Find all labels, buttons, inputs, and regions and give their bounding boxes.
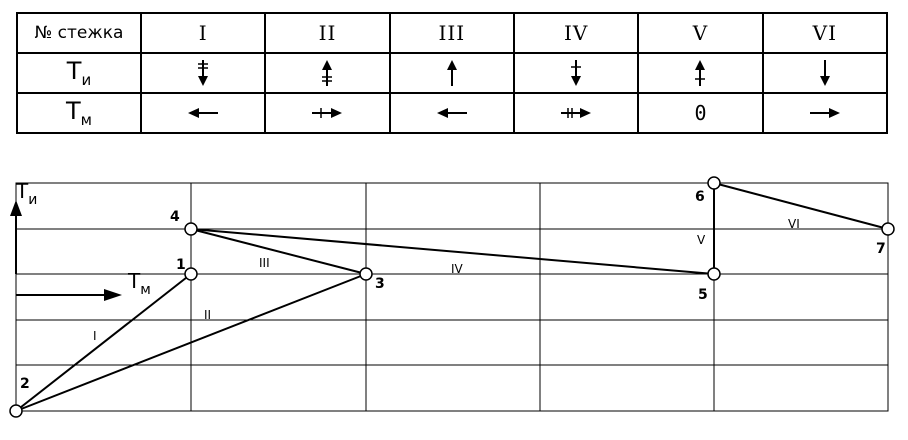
table-row-tm: Tм 0 xyxy=(16,92,889,134)
segment-label-VI: VI xyxy=(788,217,800,231)
column-header-5: V xyxy=(637,12,764,54)
table-row-ti: Tи xyxy=(16,52,889,94)
segment-VI xyxy=(713,182,889,230)
arrow-left-icon xyxy=(139,92,267,134)
segment-IV xyxy=(190,228,715,275)
point-1 xyxy=(184,267,198,281)
segment-label-III: III xyxy=(259,256,270,270)
stitch-table: № стежка I II III IV V VI Tи Tм xyxy=(16,12,889,134)
arrow-left-icon xyxy=(388,92,515,134)
x-axis-arrowhead xyxy=(104,289,122,301)
arrow-up-double-tick-icon xyxy=(264,52,391,94)
point-4 xyxy=(184,222,198,236)
points xyxy=(9,176,895,418)
segments xyxy=(15,182,889,412)
column-header-1: I xyxy=(139,12,267,54)
segment-label-II: II xyxy=(204,308,211,322)
segment-label-IV: IV xyxy=(451,262,464,276)
y-axis-arrowhead xyxy=(10,200,22,216)
arrow-up-icon xyxy=(388,52,515,94)
stitch-diagram: Tи Tм I II III IV V VI 1 2 3 4 5 6 7 xyxy=(9,176,895,418)
point-label-6: 6 xyxy=(695,189,705,205)
segment-labels: I II III IV V VI xyxy=(93,217,800,343)
table-header-row: № стежка I II III IV V VI xyxy=(16,12,889,54)
segment-label-I: I xyxy=(93,329,97,343)
segment-II xyxy=(15,273,367,412)
point-label-7: 7 xyxy=(876,241,886,257)
arrow-down-icon xyxy=(761,52,889,94)
column-header-2: II xyxy=(264,12,391,54)
point-label-1: 1 xyxy=(176,257,186,273)
segment-I xyxy=(15,273,192,412)
segment-label-V: V xyxy=(697,233,706,247)
arrow-down-double-tick-icon xyxy=(139,52,267,94)
point-label-5: 5 xyxy=(698,287,708,303)
arrow-right-double-tick-icon xyxy=(512,92,640,134)
point-label-3: 3 xyxy=(375,276,385,292)
point-5 xyxy=(707,267,721,281)
point-label-4: 4 xyxy=(170,209,180,225)
column-header-6: VI xyxy=(761,12,889,54)
point-6 xyxy=(707,176,721,190)
arrow-right-icon xyxy=(761,92,889,134)
row-label-tm: Tм xyxy=(16,92,142,134)
arrow-down-single-tick-icon xyxy=(512,52,640,94)
grid xyxy=(15,182,889,412)
point-3 xyxy=(359,267,373,281)
x-axis-label: Tм xyxy=(127,269,151,298)
row-label-ti: Tи xyxy=(16,52,142,94)
arrow-up-single-tick-icon xyxy=(637,52,764,94)
point-2 xyxy=(9,404,23,418)
segment-III xyxy=(190,228,367,275)
stitch-number-header: № стежка xyxy=(16,12,142,54)
axes: Tи Tм xyxy=(10,179,151,301)
point-label-2: 2 xyxy=(20,376,30,392)
column-header-3: III xyxy=(388,12,515,54)
point-labels: 1 2 3 4 5 6 7 xyxy=(20,189,886,392)
point-7 xyxy=(881,222,895,236)
y-axis-label: Tи xyxy=(15,179,37,208)
column-header-4: IV xyxy=(512,12,640,54)
arrow-right-single-tick-icon xyxy=(264,92,391,134)
zero-value: 0 xyxy=(637,92,764,134)
